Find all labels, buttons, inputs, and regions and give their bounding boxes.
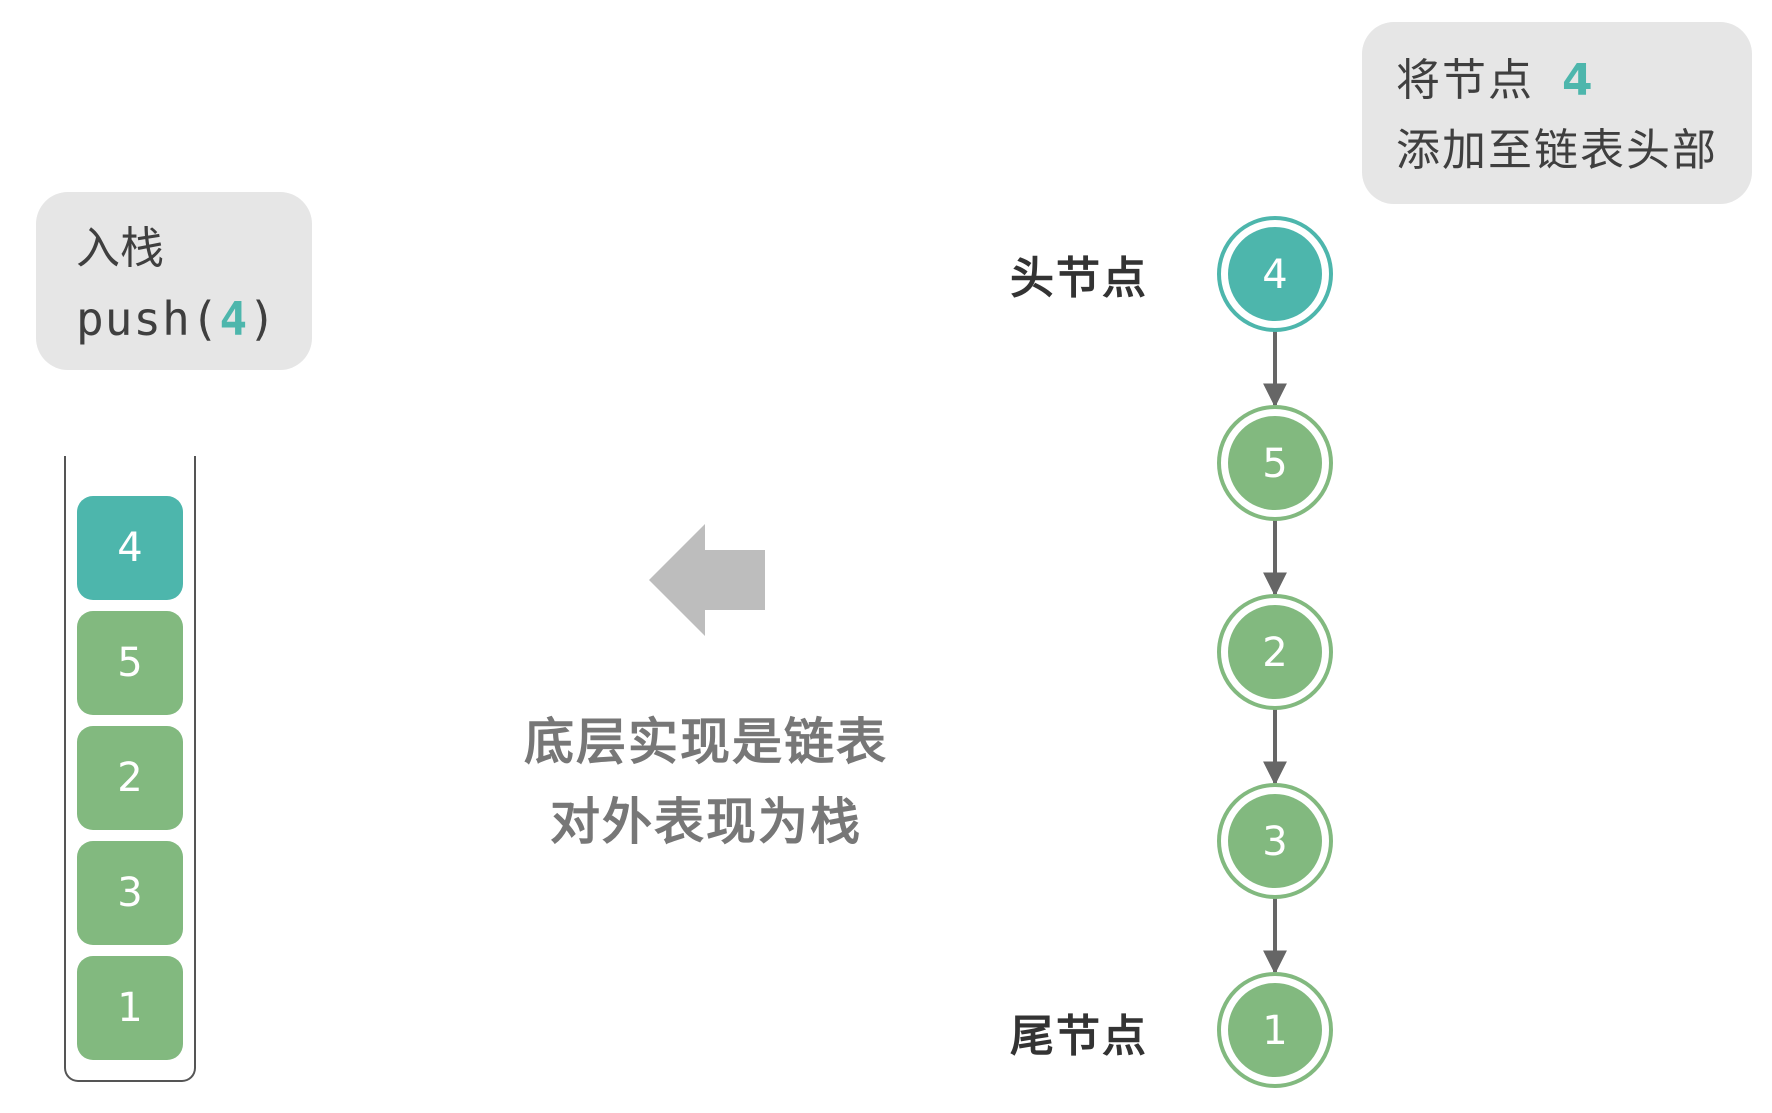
list-node-3: 3 bbox=[1217, 783, 1333, 899]
list-node-4: 4 bbox=[1217, 216, 1333, 332]
push-call-prefix: push( bbox=[76, 292, 220, 346]
push-call-value: 4 bbox=[219, 292, 249, 346]
stack-item-3: 3 bbox=[77, 841, 183, 945]
list-node-value: 3 bbox=[1262, 819, 1287, 865]
add-to-head-box: 将节点 4 添加至链表头部 bbox=[1362, 22, 1752, 204]
add-box-line1-value: 4 bbox=[1562, 55, 1595, 106]
list-node-value: 5 bbox=[1262, 441, 1287, 487]
list-node-5: 5 bbox=[1217, 405, 1333, 521]
left-arrow-icon bbox=[649, 524, 765, 636]
list-node-1: 1 bbox=[1217, 972, 1333, 1088]
list-node-value: 1 bbox=[1262, 1008, 1287, 1054]
tail-node-label: 尾节点 bbox=[1010, 1011, 1148, 1062]
list-node-value: 4 bbox=[1262, 252, 1287, 298]
list-node-2: 2 bbox=[1217, 594, 1333, 710]
list-node-fill bbox=[1228, 983, 1322, 1077]
list-node-value: 2 bbox=[1262, 630, 1287, 676]
stack-item-5: 5 bbox=[77, 611, 183, 715]
list-node-fill bbox=[1228, 605, 1322, 699]
list-node-fill bbox=[1228, 227, 1322, 321]
add-box-line2: 添加至链表头部 bbox=[1396, 125, 1718, 176]
center-note: 底层实现是链表 对外表现为栈 bbox=[460, 702, 952, 862]
head-node-label: 头节点 bbox=[1010, 253, 1148, 304]
push-operation-box: 入栈 push(4) bbox=[36, 192, 312, 370]
stack-container: 4 5 2 3 1 bbox=[64, 456, 196, 1082]
stack-item-4: 4 bbox=[77, 496, 183, 600]
stack-item-1: 1 bbox=[77, 956, 183, 1060]
list-node-fill bbox=[1228, 794, 1322, 888]
stack-item-2: 2 bbox=[77, 726, 183, 830]
center-note-line1: 底层实现是链表 bbox=[524, 713, 888, 771]
center-note-line2: 对外表现为栈 bbox=[550, 793, 862, 851]
list-node-fill bbox=[1228, 416, 1322, 510]
add-box-line1-prefix: 将节点 bbox=[1396, 55, 1534, 106]
push-call-suffix: ) bbox=[248, 292, 277, 346]
add-box-line1: 将节点 4 bbox=[1396, 46, 1752, 116]
push-call: push(4) bbox=[76, 284, 312, 354]
linked-list: 4 5 2 3 1 bbox=[1217, 216, 1333, 1088]
push-title: 入栈 bbox=[76, 223, 164, 274]
